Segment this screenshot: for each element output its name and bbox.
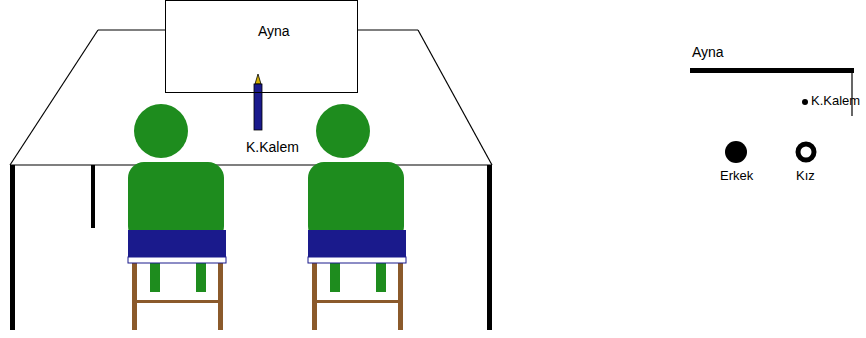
girl-dot: [798, 144, 814, 160]
text-label: K.Kalem: [246, 139, 299, 156]
mirror-line: [690, 68, 854, 73]
mirror-face: [165, 0, 358, 93]
pencil-dot: [802, 99, 808, 105]
boy-dot: [725, 141, 747, 163]
mirror-label: Ayna: [258, 23, 290, 40]
text-label: Erkek: [720, 168, 753, 184]
text-label: K.Kalem: [811, 93, 860, 109]
person-girl: [308, 104, 406, 330]
text-label: Kız: [796, 168, 815, 184]
table-legs: [10, 165, 492, 330]
person-boy: [128, 104, 226, 330]
mirror-box: Ayna: [165, 0, 358, 93]
top-view: [690, 68, 854, 163]
pencil: [254, 74, 262, 130]
table-outline: [10, 30, 492, 165]
text-label: Ayna: [692, 44, 724, 61]
